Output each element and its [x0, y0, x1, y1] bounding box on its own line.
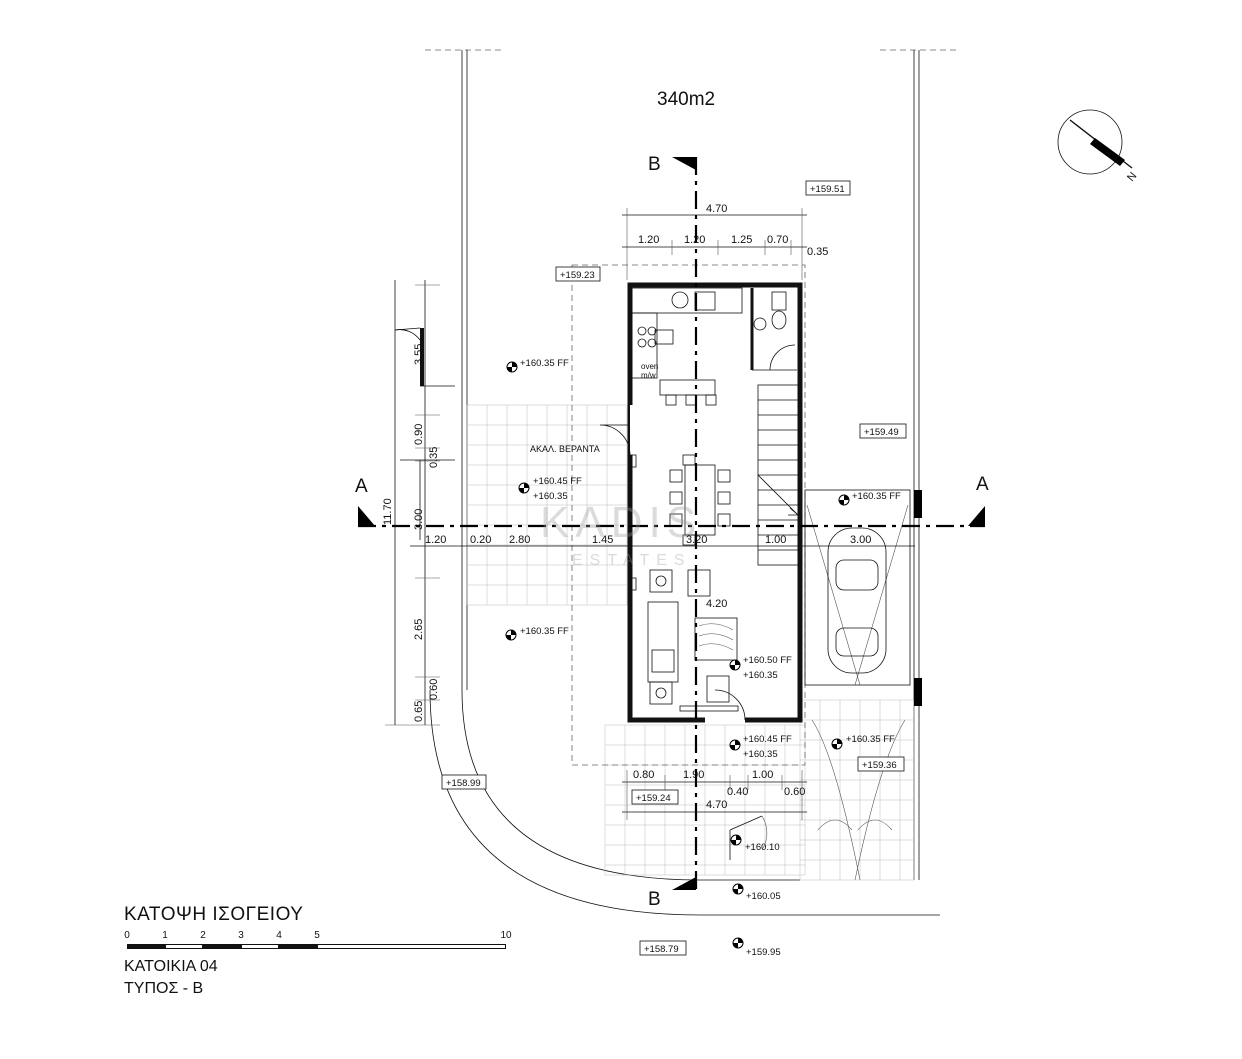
scale-segment — [203, 944, 241, 949]
entrance-door — [729, 815, 768, 860]
scale-segment — [241, 944, 279, 949]
dim-top-seg-3: 1.25 — [731, 234, 752, 246]
watermark-brand: KADIS — [540, 498, 702, 547]
scale-tick: 0 — [124, 930, 130, 941]
dim-top-total: 4.70 — [706, 203, 727, 215]
parking-car — [804, 489, 911, 881]
section-label-b-top: B — [648, 154, 661, 175]
dim-row-3: 2.80 — [509, 534, 530, 546]
section-label-a-right: A — [976, 474, 989, 495]
scale-bar: 0 1 2 3 4 5 10 — [124, 930, 514, 956]
level-boxes: +159.51 +159.23 +159.49 +159.36 +158.99 … — [441, 180, 907, 956]
level-marker: +160.45 FF — [533, 476, 582, 487]
dim-left-1: 3.55 — [413, 344, 425, 365]
level-marker: +160.35 — [533, 491, 568, 502]
level-marker: +159.95 — [746, 947, 781, 958]
top-dimensions: 4.70 1.20 1.20 1.25 0.70 0.35 — [622, 203, 828, 280]
veranda-label: ΑΚΑΛ. ΒΕΡΑΝΤΑ — [530, 444, 600, 454]
level-marker: +160.35 — [743, 749, 778, 760]
living-room — [647, 569, 739, 712]
scale-tick: 4 — [276, 930, 282, 941]
dim-top-seg-1: 1.20 — [638, 234, 659, 246]
kitchen: oven m/w — [631, 287, 743, 406]
dim-row-1: 1.20 — [425, 534, 446, 546]
scale-tick: 1 — [162, 930, 168, 941]
level-box: +158.99 — [446, 778, 481, 789]
watermark: KADIS ESTATES — [540, 498, 702, 569]
level-marker: +160.35 FF — [846, 734, 895, 745]
level-marker: +160.05 — [746, 891, 781, 902]
dim-top-seg-5: 0.35 — [807, 246, 828, 258]
section-label-b-bottom: B — [648, 889, 661, 910]
level-marker: +160.35 FF — [852, 491, 901, 502]
staircase — [757, 384, 800, 566]
scale-segment — [317, 944, 506, 949]
scale-segment — [127, 944, 165, 949]
dim-left-total: 11.70 — [382, 498, 394, 525]
section-line-aa — [358, 506, 985, 528]
dim-bottom-1: 0.80 — [633, 769, 654, 781]
plot-area-label: 340m2 — [657, 89, 715, 110]
dim-row-2: 0.20 — [470, 534, 491, 546]
dim-bottom-4: 0.40 — [727, 786, 748, 798]
north-label: N — [1125, 170, 1139, 184]
dim-interior: 4.20 — [706, 598, 727, 610]
scale-segment — [165, 944, 203, 949]
level-box: +159.49 — [864, 427, 899, 438]
dim-left-7: 0.65 — [413, 701, 425, 722]
north-arrow: N — [1057, 109, 1139, 184]
level-marker: +160.50 FF — [743, 655, 792, 666]
gate-post — [914, 678, 922, 706]
bottom-dimensions: 0.80 1.90 1.00 0.40 0.60 4.70 — [622, 769, 807, 820]
horizontal-dimensions: 1.20 0.20 2.80 1.45 3.20 1.00 3.00 4.20 — [410, 534, 915, 610]
oven-label: oven — [641, 362, 658, 371]
section-label-a-left: A — [355, 476, 368, 497]
dim-left-6: 0.60 — [428, 679, 440, 700]
section-line-bb — [672, 157, 698, 890]
dim-bottom-5: 0.60 — [784, 786, 805, 798]
left-dimensions: 11.70 3.55 0.90 0.35 3.00 2.65 0.60 0.65 — [382, 280, 440, 726]
level-box: +159.23 — [560, 270, 595, 281]
level-box: +159.24 — [636, 793, 671, 804]
dim-left-5: 2.65 — [413, 619, 425, 640]
watermark-sub: ESTATES — [572, 552, 692, 569]
veranda-tiles — [466, 404, 915, 881]
level-box: +159.51 — [810, 184, 845, 195]
dim-row-4: 1.45 — [592, 534, 613, 546]
dim-top-seg-4: 0.70 — [767, 234, 788, 246]
scale-tick: 2 — [200, 930, 206, 941]
level-marker: +160.45 FF — [743, 734, 792, 745]
dim-row-6: 1.00 — [765, 534, 786, 546]
dim-left-4: 3.00 — [413, 509, 425, 530]
dim-top-seg-2: 1.20 — [684, 234, 705, 246]
level-box: +159.36 — [862, 760, 897, 771]
level-markers: +160.35 FF +160.45 FF +160.35 +160.35 FF… — [505, 358, 901, 958]
gate-post — [914, 490, 922, 518]
dim-left-3: 0.35 — [428, 447, 440, 468]
title-block: ΚΑΤΟΨΗ ΙΣΟΓΕΙΟΥ 0 1 2 3 4 5 10 ΚΑΤΟΙΚΙΑ … — [124, 904, 544, 1014]
scale-tick: 5 — [314, 930, 320, 941]
dim-row-5: 3.20 — [686, 534, 707, 546]
dim-row-7: 3.00 — [850, 534, 871, 546]
plan-title: ΚΑΤΟΨΗ ΙΣΟΓΕΙΟΥ — [124, 904, 304, 925]
microwave-label: m/w — [641, 371, 656, 380]
level-marker: +160.35 — [743, 670, 778, 681]
level-box: +158.79 — [644, 944, 679, 955]
dim-left-2: 0.90 — [413, 424, 425, 445]
scale-tick: 10 — [500, 930, 512, 941]
level-marker: +160.35 FF — [520, 626, 569, 637]
dim-bottom-2: 1.90 — [683, 769, 704, 781]
scale-tick: 3 — [238, 930, 244, 941]
scale-segment — [279, 944, 317, 949]
wc — [753, 291, 796, 371]
dim-bottom-total: 4.70 — [706, 799, 727, 811]
level-marker: +160.10 — [745, 842, 780, 853]
house-name: ΚΑΤΟΙΚΙΑ 04 — [124, 958, 218, 975]
veranda-door-swing — [599, 424, 631, 456]
house-type: ΤΥΠΟΣ - Β — [124, 980, 204, 997]
dim-bottom-3: 1.00 — [752, 769, 773, 781]
level-marker: +160.35 FF — [520, 358, 569, 369]
